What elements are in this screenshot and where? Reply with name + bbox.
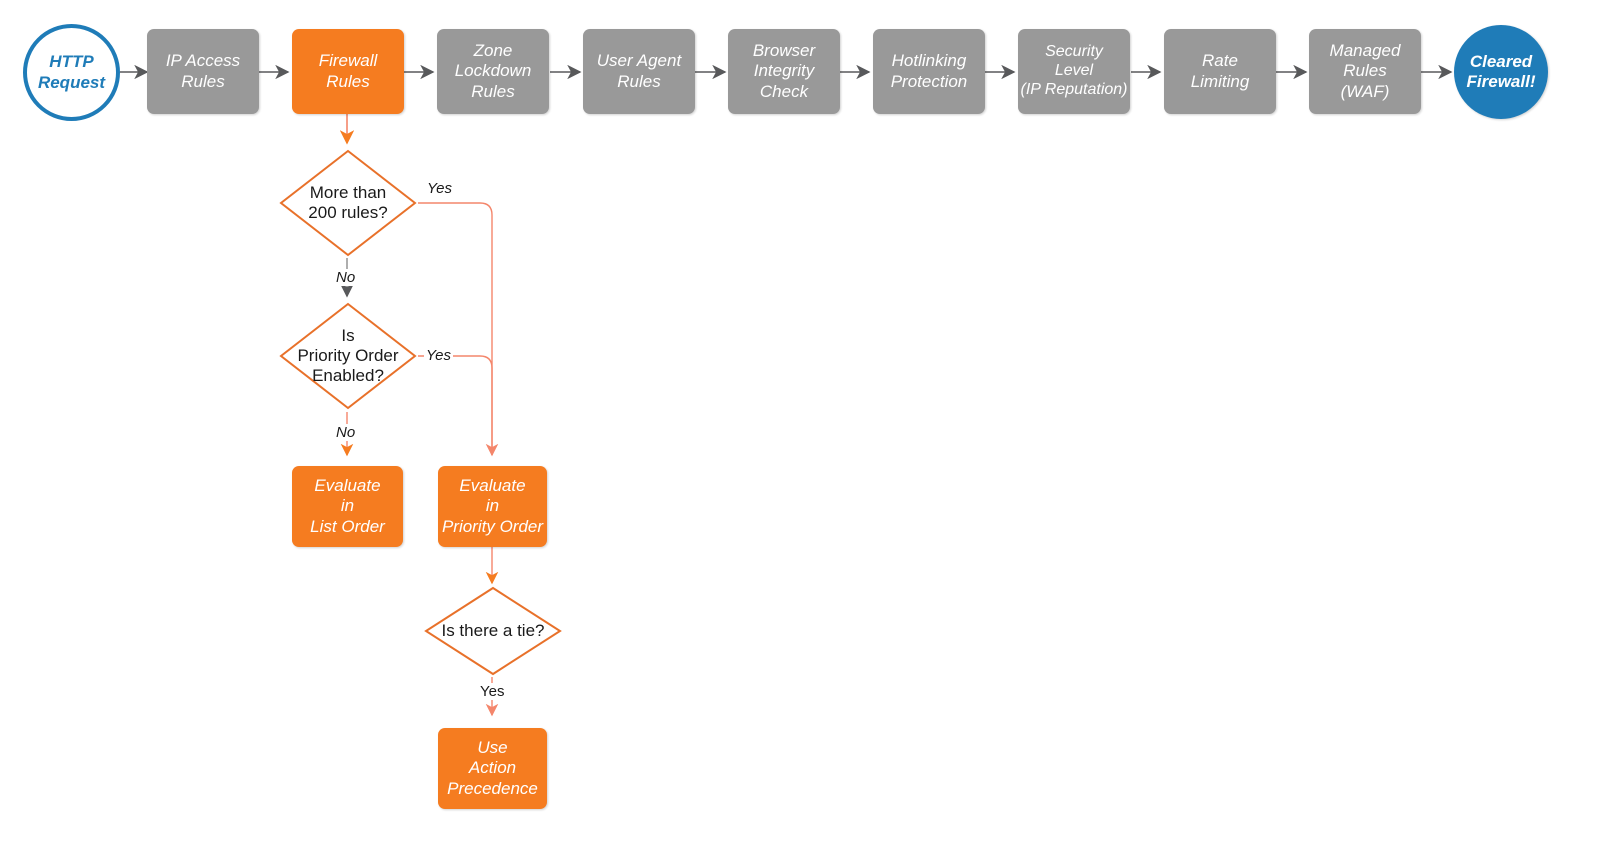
node-browser-integrity-check[interactable]: Browser Integrity Check <box>728 29 840 114</box>
edge-label-more-rules-yes: Yes <box>425 180 455 197</box>
node-rate-limiting[interactable]: Rate Limiting <box>1164 29 1276 114</box>
node-user-agent-rules[interactable]: User Agent Rules <box>583 29 695 114</box>
node-label: Rate Limiting <box>1190 51 1250 91</box>
node-label: Zone Lockdown Rules <box>454 41 532 101</box>
node-label: Is there a tie? <box>441 620 545 640</box>
node-ip-access-rules[interactable]: IP Access Rules <box>147 29 259 114</box>
node-label: Firewall Rules <box>318 51 378 91</box>
node-label: HTTP Request <box>37 52 106 92</box>
edge-label-priority-no: No <box>334 424 358 441</box>
node-label: Cleared Firewall! <box>1466 51 1536 91</box>
node-more-than-200-rules[interactable]: More than 200 rules? <box>278 148 418 258</box>
node-is-priority-order-enabled[interactable]: Is Priority Order Enabled? <box>278 301 418 411</box>
node-evaluate-in-list-order[interactable]: Evaluate in List Order <box>292 466 403 547</box>
node-label: User Agent Rules <box>596 51 682 91</box>
node-label: Browser Integrity Check <box>752 41 816 101</box>
node-label: Is Priority Order Enabled? <box>297 325 399 386</box>
node-zone-lockdown-rules[interactable]: Zone Lockdown Rules <box>437 29 549 114</box>
diamond-shape <box>424 586 562 676</box>
node-label: Hotlinking Protection <box>890 51 968 91</box>
node-security-level[interactable]: Security Level (IP Reputation) <box>1018 29 1130 114</box>
node-http-request[interactable]: HTTP Request <box>23 24 120 121</box>
node-managed-rules-waf[interactable]: Managed Rules (WAF) <box>1309 29 1421 114</box>
node-firewall-rules[interactable]: Firewall Rules <box>292 29 404 114</box>
node-label: Security Level (IP Reputation) <box>1020 43 1128 98</box>
node-label: Managed Rules (WAF) <box>1329 41 1401 101</box>
node-label: IP Access Rules <box>165 51 241 91</box>
node-evaluate-in-priority-order[interactable]: Evaluate in Priority Order <box>438 466 547 547</box>
node-label: Evaluate in Priority Order <box>441 476 544 536</box>
node-label: More than 200 rules? <box>308 182 388 222</box>
node-label: Evaluate in List Order <box>310 476 385 536</box>
edge-label-more-rules-no: No <box>334 269 358 286</box>
node-cleared-firewall[interactable]: Cleared Firewall! <box>1454 25 1548 119</box>
diamond-shape <box>279 302 417 410</box>
edge-label-priority-yes: Yes <box>424 347 454 364</box>
node-label: Use Action Precedence <box>447 738 538 798</box>
diamond-shape <box>279 149 417 257</box>
node-use-action-precedence[interactable]: Use Action Precedence <box>438 728 547 809</box>
edge-label-tie-yes: Yes <box>478 683 507 700</box>
node-hotlinking-protection[interactable]: Hotlinking Protection <box>873 29 985 114</box>
node-is-there-a-tie[interactable]: Is there a tie? <box>423 585 563 677</box>
